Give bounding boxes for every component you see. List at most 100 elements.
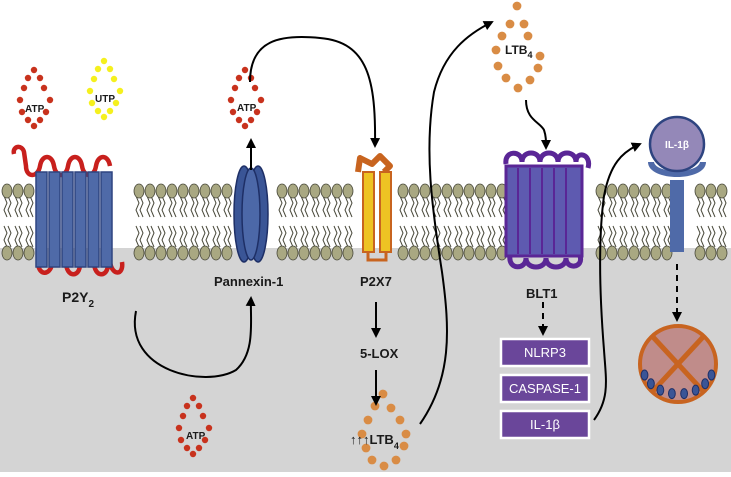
utp-label: UTP	[95, 94, 115, 105]
lipid-tail	[201, 195, 210, 218]
molecule-dot	[189, 394, 197, 402]
lipid-tail	[333, 195, 342, 218]
molecule-dot	[199, 412, 207, 420]
lipid-head	[133, 245, 145, 261]
lipid-tail	[333, 225, 342, 248]
lipid-head	[485, 245, 497, 261]
molecule-dot	[100, 113, 108, 121]
caspase-1-box: CASPASE-1	[499, 373, 591, 404]
molecule-dot	[357, 429, 367, 439]
lipid-head	[650, 183, 662, 199]
lipid-head	[221, 245, 233, 261]
lipid-head	[331, 245, 343, 261]
lipid-head	[320, 183, 332, 199]
arrow-il1b-release	[593, 142, 642, 421]
p2y2-helix-3	[61, 171, 74, 268]
lipid-head	[650, 245, 662, 261]
lipid-tail	[663, 225, 672, 248]
molecule-dot	[179, 412, 187, 420]
lipid-tail	[718, 195, 727, 218]
lipid-tail	[3, 225, 12, 248]
adaptor-bead	[656, 384, 665, 396]
lipid-tail	[410, 195, 419, 218]
lipid-tail	[619, 225, 628, 248]
lipid-tail	[718, 225, 727, 248]
lipid-tail	[454, 195, 463, 218]
lipid-head	[606, 183, 618, 199]
molecule-dot	[535, 51, 545, 61]
arrow-ltb4-export	[419, 21, 494, 425]
cross-line-2	[651, 335, 705, 393]
lipid-head	[617, 245, 629, 261]
lipid-head	[485, 183, 497, 199]
pannexin-lobe-inner	[241, 167, 261, 261]
lipid-head	[441, 245, 453, 261]
blt1-extracellular-loops	[503, 150, 592, 169]
molecule-dot	[100, 57, 108, 65]
lipid-head	[716, 245, 728, 261]
lipid-head	[1, 245, 13, 261]
adaptor-bead	[680, 388, 689, 400]
lipid-head	[606, 245, 618, 261]
molecule-dot	[112, 99, 120, 107]
lipid-tail	[146, 225, 155, 248]
lipid-head	[419, 245, 431, 261]
arrow-atp-to-p2x7	[249, 35, 381, 148]
lipid-tail	[212, 225, 221, 248]
lipid-head	[144, 183, 156, 199]
lipid-tail	[223, 225, 232, 248]
lipid-head	[342, 245, 354, 261]
atp-label-bottom: ATP	[186, 431, 206, 442]
lipid-tail	[190, 225, 199, 248]
molecule-dot	[363, 415, 373, 425]
lipid-head	[166, 245, 178, 261]
lipid-tail	[157, 225, 166, 248]
molecule-dot	[231, 84, 239, 92]
lipid-head	[661, 245, 673, 261]
lipid-head	[331, 183, 343, 199]
molecule-dot	[106, 107, 114, 115]
molecule-dot	[241, 122, 249, 130]
lipid-head	[298, 183, 310, 199]
atp-molecule-cluster	[16, 66, 54, 130]
p2x7-helix-2	[379, 171, 392, 253]
molecule-dot	[386, 403, 396, 413]
molecule-dot	[36, 116, 44, 124]
ltb4-molecule-cluster	[491, 1, 545, 93]
lipid-tail	[311, 225, 320, 248]
p2y2-label: P2Y2	[62, 289, 94, 310]
lipid-tail	[630, 225, 639, 248]
lipid-tail	[14, 225, 23, 248]
ltb4-label-top: LTB4	[505, 43, 532, 60]
lipid-tail	[278, 225, 287, 248]
il-1r-cup	[648, 162, 706, 177]
molecule-dot	[525, 75, 535, 85]
lipid-tail	[300, 225, 309, 248]
p2x7-receptor	[355, 153, 393, 262]
p2x7-label: P2X7	[360, 274, 392, 289]
lipid-tail	[410, 225, 419, 248]
molecule-dot	[391, 455, 401, 465]
il-1r-stalk	[670, 180, 684, 252]
molecule-dot	[183, 444, 191, 452]
lipid-tail	[465, 195, 474, 218]
lipid-tail	[289, 195, 298, 218]
lipid-tail	[3, 195, 12, 218]
lipid-tail	[476, 195, 485, 218]
lipid-head	[210, 183, 222, 199]
molecule-dot	[189, 450, 197, 458]
molecule-dot	[399, 441, 409, 451]
lipid-head	[12, 245, 24, 261]
lipid-tail	[608, 225, 617, 248]
molecule-dot	[110, 75, 118, 83]
ltb4-molecule-cluster	[357, 389, 411, 471]
p2y2-helix-2	[48, 171, 61, 268]
lipid-tail	[696, 225, 705, 248]
lipid-tail	[421, 195, 430, 218]
lipid-tail	[696, 195, 705, 218]
nlrp3-box: NLRP3	[499, 337, 591, 368]
lipid-tail	[630, 195, 639, 218]
adaptor-bead	[707, 369, 716, 381]
molecule-dot	[241, 66, 249, 74]
